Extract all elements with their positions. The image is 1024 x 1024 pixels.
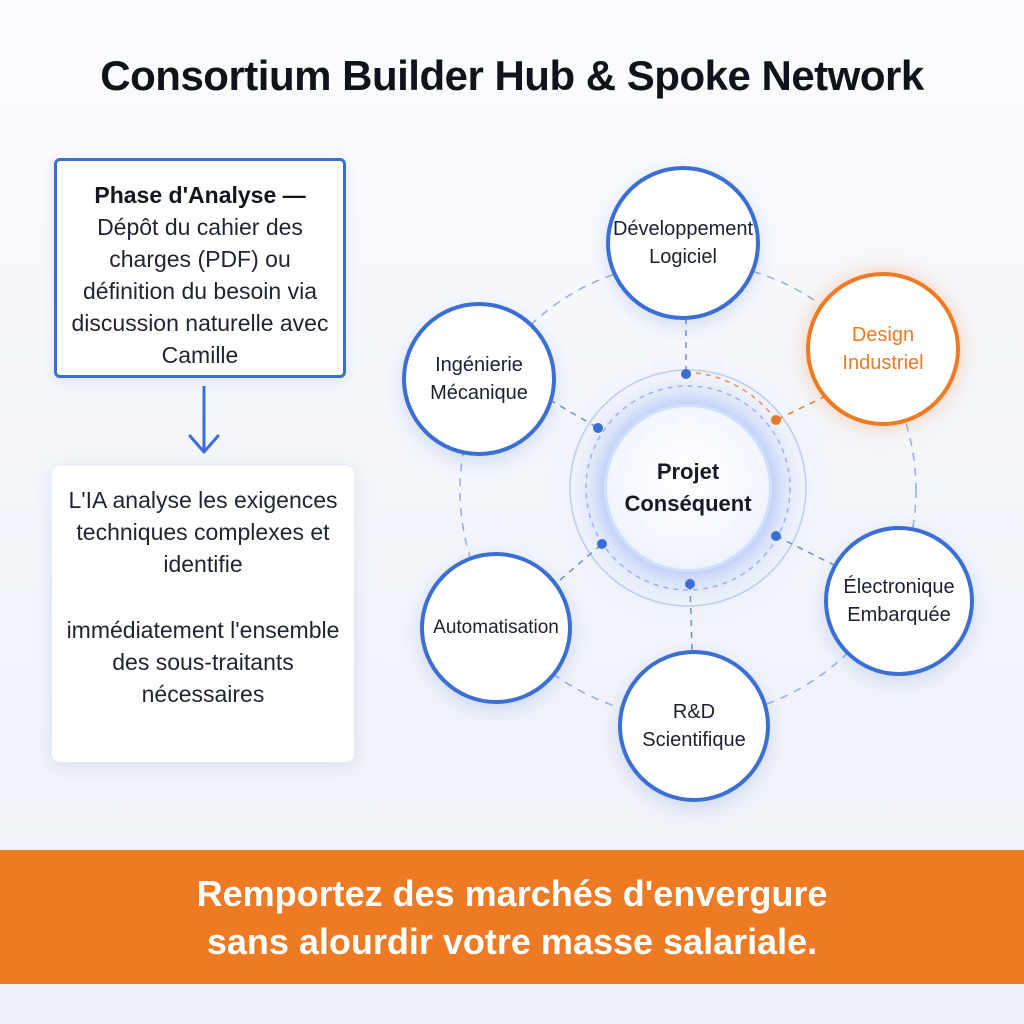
node-label-line-2: Industriel — [842, 352, 924, 374]
node-label-line-2: Embarquée — [847, 604, 951, 626]
node-label-line-2: Scientifique — [642, 729, 746, 751]
node-label-line-1: Ingénierie — [435, 354, 523, 376]
node-label-line-2: Mécanique — [430, 382, 528, 404]
banner-line-2: sans alourdir votre masse salariale. — [206, 921, 818, 962]
node-label-line-1: Développement — [612, 218, 754, 240]
phase-description: Dépôt du cahier des charges (PDF) ou déf… — [71, 214, 329, 368]
banner-line-1: Remportez des marchés d'envergure — [196, 873, 828, 914]
hub-line-1: Projet — [656, 459, 720, 484]
node-automatisation: Automatisation — [420, 552, 572, 704]
phase-title: Phase d'Analyse — — [94, 182, 306, 208]
node-label-line-1: R&D — [672, 701, 716, 723]
cta-banner: Remportez des marchés d'envergure sans a… — [0, 850, 1024, 984]
node-label-line-1: Électronique — [843, 576, 955, 598]
node-developpement-logiciel: Développement Logiciel — [606, 166, 760, 320]
ai-text-paragraph-1: L'IA analyse les exigences techniques co… — [68, 487, 338, 577]
ai-analysis-card: L'IA analyse les exigences techniques co… — [52, 466, 354, 762]
node-design-industriel: Design Industriel — [806, 272, 960, 426]
node-ingenierie-mecanique: Ingénierie Mécanique — [402, 302, 556, 456]
hub-line-2: Conséquent — [624, 491, 752, 516]
page-title: Consortium Builder Hub & Spoke Network — [100, 52, 924, 99]
node-rd-scientifique: R&D Scientifique — [618, 650, 770, 802]
node-label-line-1: Automatisation — [433, 617, 559, 638]
node-electronique-embarquee: Électronique Embarquée — [824, 526, 974, 676]
node-label-line-1: Design — [851, 324, 915, 346]
phase-analysis-card: Phase d'Analyse — Dépôt du cahier des ch… — [54, 158, 346, 378]
hub-node: Projet Conséquent — [604, 404, 772, 572]
arrow-down-icon — [188, 386, 220, 454]
node-label-line-2: Logiciel — [649, 246, 717, 268]
ai-text-paragraph-2: immédiatement l'ensemble des sous-traita… — [66, 617, 340, 707]
